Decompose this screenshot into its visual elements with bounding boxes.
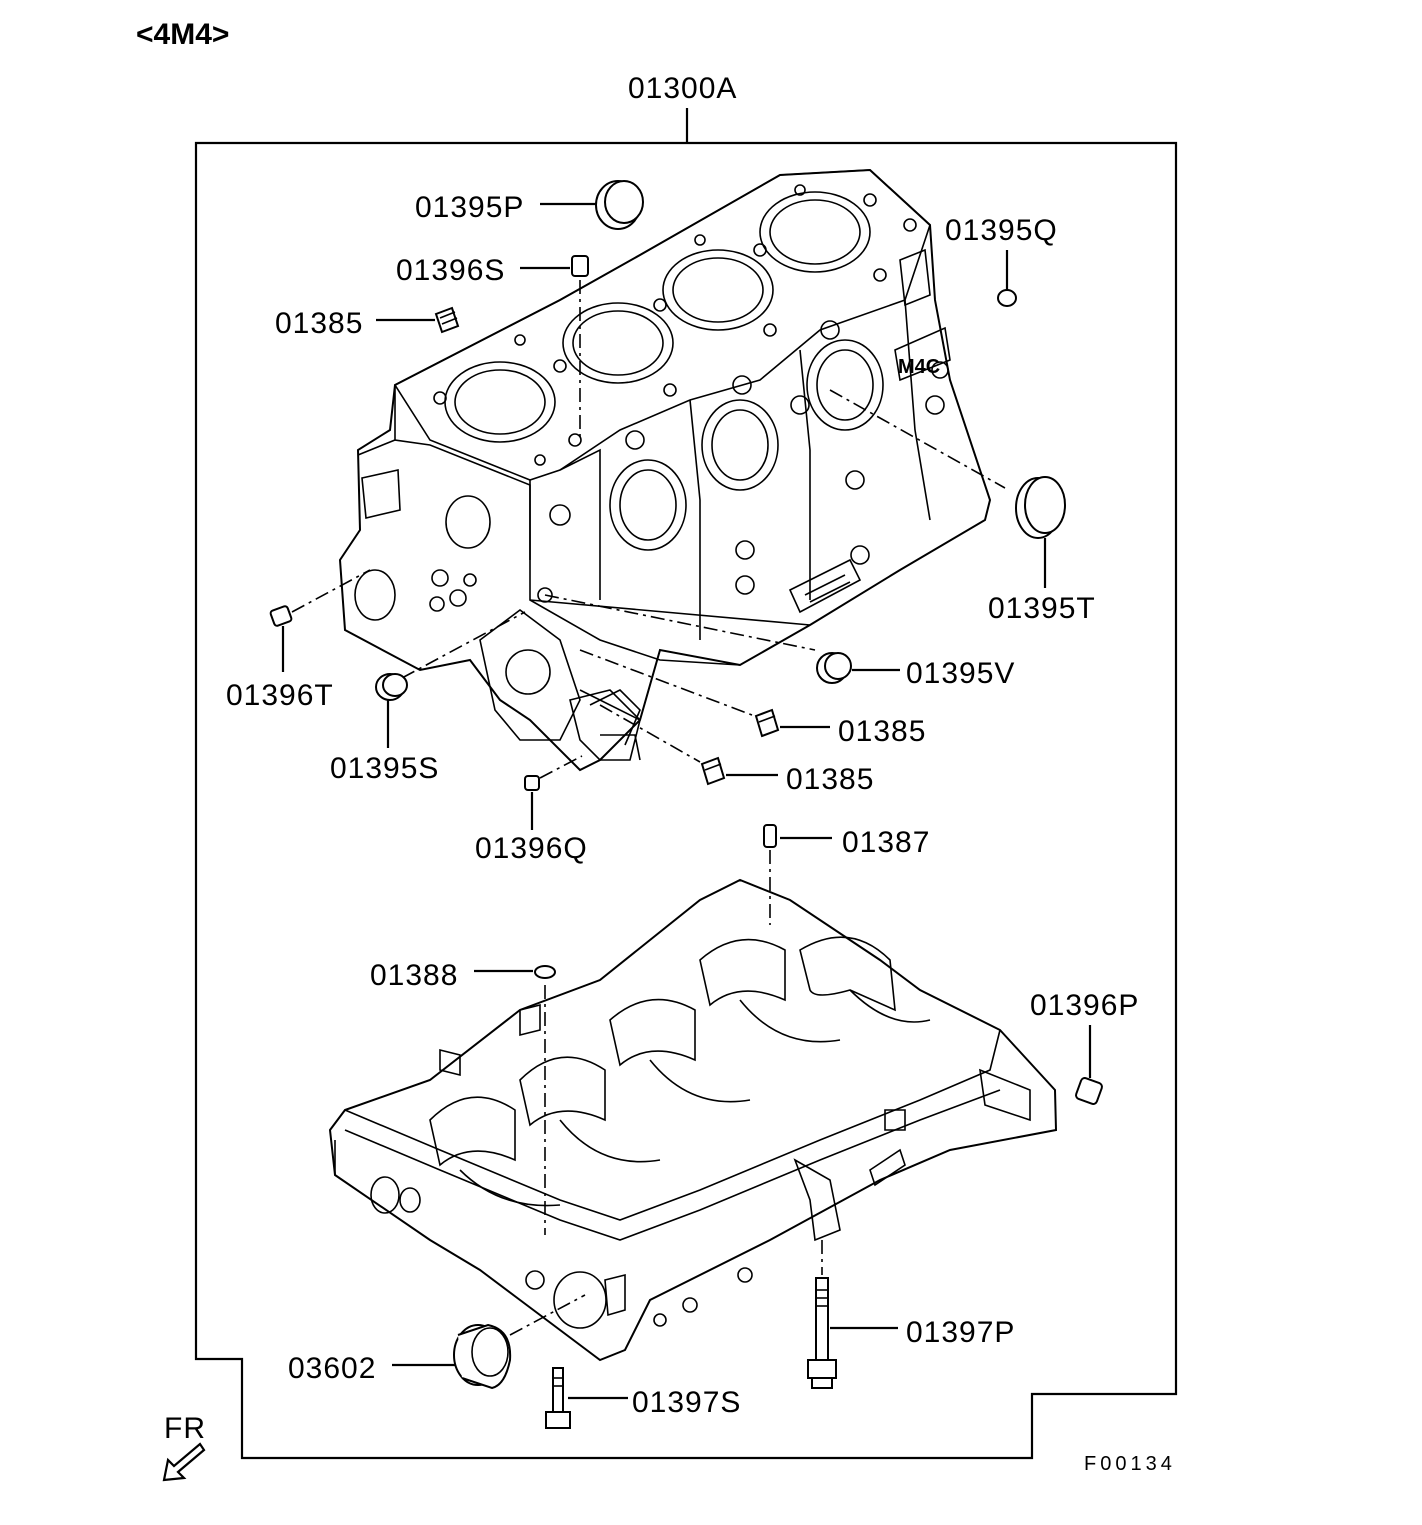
label-03602: 03602 <box>288 1352 376 1385</box>
part-01395Q: 01395Q <box>945 214 1058 307</box>
part-01396P: 01396P <box>1030 989 1139 1105</box>
svg-text:M4C: M4C <box>898 356 940 378</box>
label-01396P: 01396P <box>1030 989 1139 1022</box>
label-01387: 01387 <box>842 826 930 859</box>
label-01388: 01388 <box>370 959 458 992</box>
part-01397P: 01397P <box>807 1240 1015 1389</box>
label-01395Q: 01395Q <box>945 214 1058 247</box>
part-01395P: 01395P <box>415 180 644 230</box>
assembly-frame <box>194 141 1178 1460</box>
part-01385-top: 01385 <box>275 306 460 340</box>
label-01395T: 01395T <box>988 592 1096 625</box>
label-01385-low: 01385 <box>786 763 874 796</box>
bedplate <box>328 878 1058 1362</box>
part-01395T: 01395T <box>829 389 1096 625</box>
part-03602: 03602 <box>288 1294 586 1390</box>
label-01397S: 01397S <box>632 1386 741 1419</box>
label-01396Q: 01396Q <box>475 832 588 865</box>
part-01387: 01387 <box>763 824 930 925</box>
part-01396Q: 01396Q <box>475 755 588 865</box>
label-01385-mid: 01385 <box>838 715 926 748</box>
label-01396T: 01396T <box>226 679 334 712</box>
front-direction-marker: FR <box>162 1412 206 1482</box>
cylinder-block: M4C <box>338 168 992 772</box>
front-arrow-icon <box>162 1442 206 1482</box>
assembly-label: 01300A <box>628 72 737 105</box>
label-01395V: 01395V <box>906 657 1015 690</box>
label-01385-top: 01385 <box>275 307 363 340</box>
part-01395V: 01395V <box>544 594 1015 690</box>
part-01397S: 01397S <box>545 1367 741 1429</box>
part-01385-low: 01385 <box>599 704 874 796</box>
figure-code: F00134 <box>1084 1453 1176 1475</box>
part-01388: 01388 <box>370 959 556 1235</box>
label-01397P: 01397P <box>906 1316 1015 1349</box>
part-01396S: 01396S <box>396 254 589 440</box>
direction-label: FR <box>164 1412 206 1445</box>
part-01396T: 01396T <box>226 569 371 712</box>
part-01395S: 01395S <box>330 611 526 785</box>
part-01385-mid: 01385 <box>579 649 926 748</box>
label-01396S: 01396S <box>396 254 505 287</box>
diagram-title: <4M4> <box>136 18 229 51</box>
label-01395S: 01395S <box>330 752 439 785</box>
label-01395P: 01395P <box>415 191 524 224</box>
